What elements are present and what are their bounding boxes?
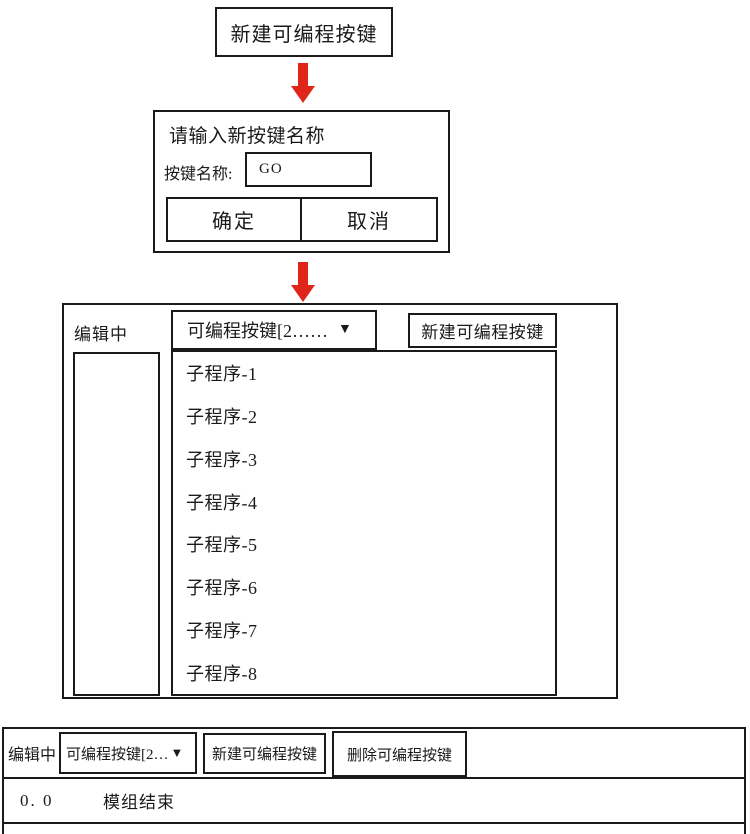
dialog-button-group: 确定 取消 [166,197,438,242]
key-name-label: 按键名称: [164,166,233,183]
down-arrow-icon [291,63,315,103]
delete-programmable-key-button[interactable]: 删除可编程按键 [332,731,467,777]
new-programmable-key-button[interactable]: 新建可编程按键 [203,733,326,774]
bottom-toolbar: 编辑中 可编程按键[2… ▼ 新建可编程按键 删除可编程按键 0. 0 模组结束 [2,727,746,834]
ok-button[interactable]: 确定 [168,199,302,240]
editing-status-label: 编辑中 [7,747,56,764]
chevron-down-icon: ▼ [170,745,184,760]
dropdown-value: 可编程按键[2… [66,746,169,763]
module-status-row: 0. 0 模组结束 [4,779,744,824]
programmable-key-dropdown-compact[interactable]: 可编程按键[2… ▼ [59,732,197,774]
subroutine-item[interactable]: 子程序-5 [186,535,258,556]
new-programmable-key-flow-button[interactable]: 新建可编程按键 [215,7,393,57]
arrow-shaft [298,63,308,86]
down-arrow-icon [291,262,315,302]
module-end-label: 模组结束 [103,793,175,812]
toolbar-row: 编辑中 可编程按键[2… ▼ 新建可编程按键 删除可编程按键 [4,729,744,779]
name-input-dialog: 请输入新按键名称 按键名称: 确定 取消 [153,110,450,253]
programmable-key-dropdown[interactable]: 可编程按键[2…… ▼ [171,310,377,350]
subroutine-item[interactable]: 子程序-7 [186,620,258,641]
subroutine-item[interactable]: 子程序-1 [186,364,258,385]
dialog-title: 请输入新按键名称 [169,126,326,147]
editor-panel: 编辑中 可编程按键[2…… ▼ 新建可编程按键 子程序-1 子程序-2 子程序-… [62,303,618,699]
chevron-down-icon: ▼ [338,322,352,337]
arrow-head [291,86,315,103]
arrow-shaft [298,262,308,285]
new-programmable-key-button[interactable]: 新建可编程按键 [408,313,557,348]
arrow-head [291,285,315,302]
subroutine-item[interactable]: 子程序-8 [186,663,258,684]
dropdown-value: 可编程按键[2…… [187,321,328,341]
cancel-button[interactable]: 取消 [347,211,391,233]
editing-status-label: 编辑中 [74,325,128,344]
subroutine-dropdown-list: 子程序-1 子程序-2 子程序-3 子程序-4 子程序-5 子程序-6 子程序-… [171,350,557,696]
empty-content-box [73,352,160,696]
time-value: 0. 0 [20,790,54,810]
subroutine-item[interactable]: 子程序-2 [186,407,258,428]
key-name-input[interactable] [245,152,372,187]
subroutine-item[interactable]: 子程序-6 [186,578,258,599]
subroutine-item[interactable]: 子程序-4 [186,492,258,513]
subroutine-item[interactable]: 子程序-3 [186,449,258,470]
